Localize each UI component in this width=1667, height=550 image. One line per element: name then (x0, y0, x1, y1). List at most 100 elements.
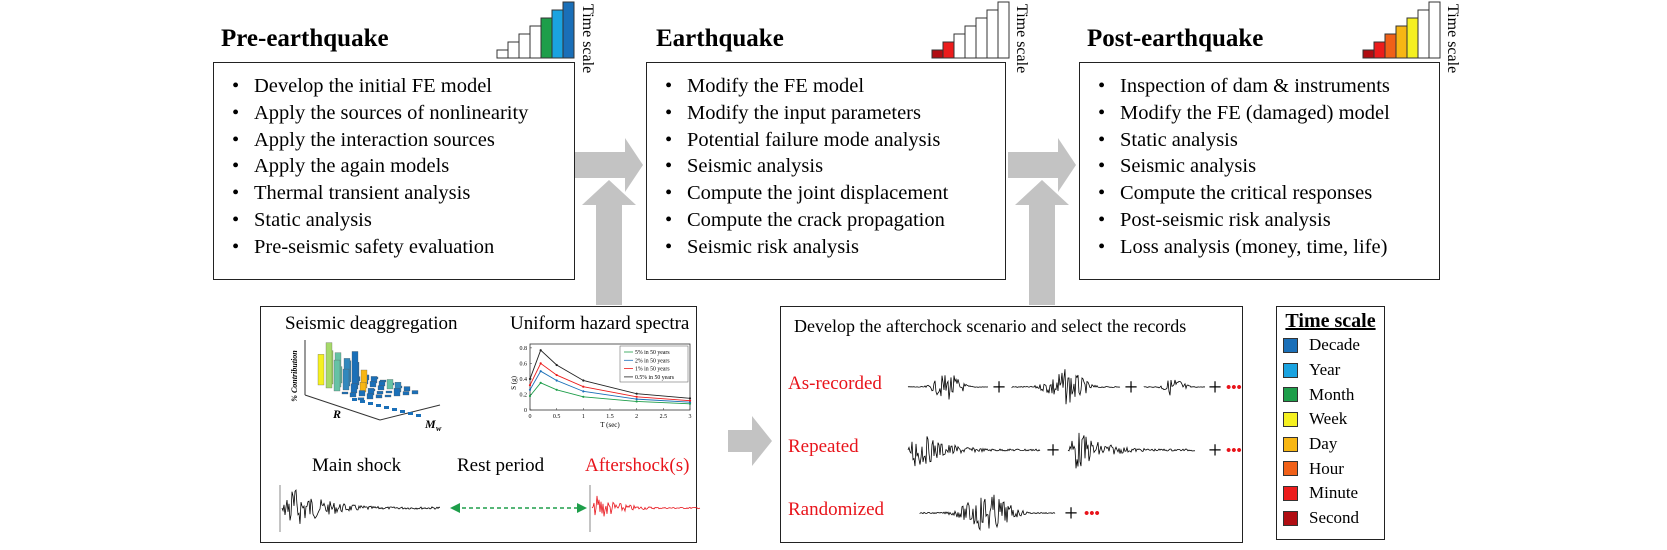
main-shock-label: Main shock (312, 455, 402, 476)
deagg-small-bar (384, 406, 389, 409)
list-item: Static analysis (232, 207, 574, 234)
post-earthquake-box: Inspection of dam & instruments Modify t… (1079, 62, 1440, 280)
list-item: Modify the FE model (665, 73, 1005, 100)
deagg-small-bar (392, 408, 397, 411)
legend-item: Decade (1277, 333, 1384, 358)
plus-sign: + (992, 375, 1006, 401)
deagg-bar (325, 342, 333, 389)
arrow-eq-to-post (1008, 138, 1076, 192)
uhs-x-tick-label: 2 (635, 414, 638, 420)
deagg-bar (402, 391, 410, 396)
deagg-bar (358, 390, 366, 397)
uhs-x-tick-label: 1.5 (606, 414, 614, 420)
deagg-small-bar (368, 402, 373, 405)
scale-bar (975, 17, 988, 59)
deagg-bar (341, 391, 349, 395)
legend-label: Week (1309, 409, 1348, 429)
uhs-point (539, 370, 542, 373)
list-item: Apply the again models (232, 153, 574, 180)
uhs-x-tick-label: 2.5 (660, 414, 668, 420)
deagg-bar (317, 354, 325, 386)
uhs-point (635, 400, 638, 403)
uhs-point (539, 362, 542, 365)
uhs-y-tick-label: 0.4 (520, 377, 528, 383)
time-scale-label-post: Time scale (1444, 4, 1461, 74)
scale-bar (518, 33, 531, 59)
scale-bar (540, 17, 553, 59)
list-item: Apply the interaction sources (232, 127, 574, 154)
list-item: Loss analysis (money, time, life) (1098, 234, 1439, 261)
uhs-point (539, 349, 542, 352)
uhs-point (635, 398, 638, 401)
deagg-small-bar (376, 404, 381, 407)
uhs-point (528, 384, 532, 387)
flow-arrows (575, 138, 1076, 466)
arrow-pre-to-eq (575, 138, 643, 192)
deagg-bar (349, 392, 357, 398)
list-item: Pre-seismic safety evaluation (232, 234, 574, 261)
uhs-point (688, 401, 692, 404)
afterchock-box (780, 306, 1243, 543)
uhs-point (688, 397, 692, 400)
deagg-bar (377, 385, 385, 391)
deagg-bar (369, 381, 377, 388)
uhs-y-label: S (g) (510, 375, 518, 389)
scale-bar (986, 9, 999, 59)
deagg-r-label: R (332, 407, 341, 421)
deagg-m-subscript: w (436, 424, 442, 433)
list-item: Post-seismic risk analysis (1098, 207, 1439, 234)
scale-bar (1384, 33, 1397, 59)
uhs-x-tick-label: 3 (689, 414, 692, 420)
more-dots: ••• (1084, 506, 1100, 522)
deagg-bar (351, 351, 359, 390)
uhs-point (582, 390, 585, 393)
uhs-point (539, 381, 542, 384)
rest-period-arrow-right (577, 503, 587, 513)
scale-bar (931, 49, 944, 59)
deagg-bar (378, 380, 386, 387)
post-earthquake-title: Post-earthquake (1087, 25, 1264, 52)
list-item: Seismic risk analysis (665, 234, 1005, 261)
deaggregation-title: Seismic deaggregation (285, 313, 458, 334)
scale-bar (1428, 1, 1441, 59)
arrow-afterchock-up (1015, 180, 1069, 305)
deagg-bar (411, 390, 419, 395)
uhs-y-tick-label: 0.2 (520, 392, 528, 398)
plus-sign: + (1124, 375, 1138, 401)
uhs-point (582, 395, 585, 398)
deagg-bar (385, 390, 393, 394)
pre-earthquake-box: Develop the initial FE model Apply the s… (213, 62, 575, 280)
deagg-bar (357, 397, 365, 401)
scale-bar (551, 9, 564, 59)
deagg-small-bar (416, 414, 421, 417)
deagg-bar (366, 393, 374, 400)
legend-item: Year (1277, 358, 1384, 383)
uhs-point (528, 388, 532, 391)
time-scale-staircase (931, 1, 1010, 59)
uhs-y-tick-label: 0 (524, 408, 527, 414)
uhs-x-tick-label: 0.5 (553, 414, 561, 420)
repeated-record-1 (907, 436, 1041, 467)
scale-bar (1417, 9, 1430, 59)
legend-label: Month (1309, 384, 1355, 404)
uhs-point (555, 379, 558, 382)
legend-label: Second (1309, 508, 1360, 528)
earthquake-box: Modify the FE model Modify the input par… (646, 62, 1006, 280)
uhs-point (688, 402, 692, 405)
list-item: Develop the initial FE model (232, 73, 574, 100)
deagg-small-bar (400, 410, 405, 413)
more-dots: ••• (1226, 443, 1242, 459)
deagg-bar (342, 368, 350, 391)
aftershocks-label: Aftershock(s) (585, 455, 690, 476)
scale-bar (1362, 49, 1375, 59)
legend-item: Minute (1277, 481, 1384, 506)
legend-label: Year (1309, 360, 1341, 380)
uhs-y-tick-label: 0.6 (520, 361, 528, 367)
plus-sign: + (1064, 501, 1078, 527)
deagg-bar (375, 394, 383, 399)
deagg-bar (384, 394, 392, 398)
uhs-legend-label: 2% in 50 years (635, 358, 670, 364)
uhs-y-tick-label: 0.8 (520, 346, 528, 352)
